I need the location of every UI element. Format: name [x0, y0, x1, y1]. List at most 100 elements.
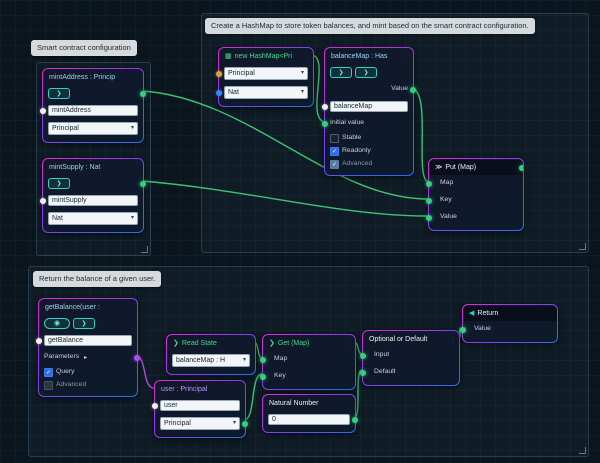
- user-name-port[interactable]: [152, 402, 158, 409]
- run-button[interactable]: ❯: [73, 318, 95, 329]
- user-name-input[interactable]: [160, 400, 240, 411]
- panel-resize-handle[interactable]: [579, 243, 586, 250]
- return-title: Return: [477, 310, 499, 317]
- balance-map-header[interactable]: balanceMap : Has: [330, 49, 408, 64]
- mint-supply-run-row: ❯: [48, 175, 146, 192]
- balance-map-value-port[interactable]: [410, 86, 416, 93]
- mint-supply-type-select[interactable]: Nat ▾: [48, 212, 138, 225]
- hashmap-value-row: Nat ▾: [216, 83, 308, 102]
- node-user-param[interactable]: user : Principal Principal ▾: [152, 380, 248, 438]
- optional-default-label: Default: [374, 368, 396, 376]
- user-name-row: [152, 397, 240, 414]
- natural-number-output-port[interactable]: [352, 416, 358, 423]
- parameters-row[interactable]: Parameters ▸: [44, 349, 140, 366]
- run-button[interactable]: ❯: [330, 67, 352, 78]
- run-button[interactable]: ❯: [48, 178, 70, 189]
- node-put-map[interactable]: ≫ Put (Map) Map Key Value: [426, 158, 524, 231]
- node-return[interactable]: ◀ Return Value: [460, 304, 558, 343]
- put-value-port[interactable]: [426, 214, 432, 221]
- put-map-port[interactable]: [426, 180, 432, 187]
- natural-number-input[interactable]: [268, 414, 350, 425]
- hashmap-key-row: Principal ▾: [216, 64, 308, 83]
- read-state-variable-select[interactable]: balanceMap : H ▾: [172, 354, 250, 367]
- panel-resize-handle[interactable]: [141, 246, 148, 253]
- node-mint-address[interactable]: mintAddress : Princip ❯ Principal ▾: [40, 68, 146, 143]
- user-output-port[interactable]: [242, 420, 248, 427]
- balance-map-name-port[interactable]: [322, 103, 328, 110]
- mint-address-output-port[interactable]: [140, 90, 146, 97]
- read-state-header[interactable]: ❯ Read State: [172, 336, 250, 351]
- mint-address-type-select[interactable]: Principal ▾: [48, 122, 138, 135]
- hashmap-header[interactable]: ▦ new HashMap<Pri: [224, 49, 308, 64]
- node-new-hashmap[interactable]: ▦ new HashMap<Pri Principal ▾ Nat ▾: [216, 47, 314, 107]
- node-natural-number[interactable]: Natural Number: [262, 394, 358, 433]
- query-checkbox[interactable]: [44, 368, 53, 377]
- hashmap-value-port[interactable]: [216, 89, 222, 96]
- hashmap-title: new HashMap<Pri: [234, 53, 293, 60]
- double-chevron-icon: ≫: [435, 164, 443, 171]
- mint-supply-output-port[interactable]: [140, 180, 146, 187]
- step-button[interactable]: ❯: [355, 67, 377, 78]
- hashmap-value-select[interactable]: Nat ▾: [224, 86, 308, 99]
- hashmap-key-select[interactable]: Principal ▾: [224, 67, 308, 80]
- node-mint-supply[interactable]: mintSupply : Nat ❯ Nat ▾: [40, 158, 146, 233]
- optional-default-port[interactable]: [360, 369, 366, 376]
- panel-resize-handle[interactable]: [579, 447, 586, 454]
- advanced-row: Advanced: [44, 379, 132, 392]
- advanced-checkbox[interactable]: [330, 160, 339, 169]
- get-map-key-port[interactable]: [260, 373, 266, 380]
- put-key-port[interactable]: [426, 197, 432, 204]
- user-type-row: Principal ▾: [160, 414, 248, 433]
- mint-supply-type-value: Nat: [52, 215, 63, 222]
- optional-input-label: Input: [374, 351, 390, 359]
- stable-checkbox[interactable]: [330, 134, 339, 143]
- put-output-port[interactable]: [519, 164, 523, 171]
- parameters-label: Parameters: [44, 353, 80, 361]
- get-balance-name-port[interactable]: [36, 337, 42, 344]
- mint-supply-name-input[interactable]: [48, 195, 138, 206]
- user-type-select[interactable]: Principal ▾: [160, 417, 240, 430]
- get-map-header[interactable]: ❯ Get (Map): [268, 336, 350, 351]
- value-label: Value: [391, 85, 408, 93]
- get-map-map-port[interactable]: [260, 356, 266, 363]
- readonly-checkbox[interactable]: [330, 147, 339, 156]
- mint-address-name-input[interactable]: [48, 105, 138, 116]
- node-balance-map[interactable]: balanceMap : Has ❯ ❯ Value Initial value: [322, 47, 416, 176]
- run-button[interactable]: ❯: [48, 88, 70, 99]
- hashmap-key-port[interactable]: [216, 70, 222, 77]
- mint-supply-header[interactable]: mintSupply : Nat: [48, 160, 138, 175]
- chevron-down-icon: ▾: [242, 357, 246, 363]
- node-get-balance[interactable]: getBalance(user : ◉ ❯ Parameters ▸ Query: [36, 298, 140, 397]
- return-header[interactable]: ◀ Return: [463, 306, 557, 321]
- get-map-title: Get (Map): [277, 340, 310, 347]
- return-value-label: Value: [474, 325, 491, 333]
- initial-value-port[interactable]: [322, 120, 328, 127]
- put-value-row: Value: [426, 209, 518, 226]
- chevron-icon: ❯: [173, 340, 179, 347]
- mint-address-name-port[interactable]: [40, 107, 46, 114]
- user-header[interactable]: user : Principal: [160, 382, 240, 397]
- target-button[interactable]: ◉: [44, 318, 70, 329]
- return-value-port[interactable]: [460, 326, 466, 333]
- user-type-value: Principal: [164, 420, 191, 427]
- balance-map-name-input[interactable]: [330, 101, 408, 112]
- put-header[interactable]: ≫ Put (Map): [429, 160, 523, 175]
- get-balance-name-input[interactable]: [44, 335, 132, 346]
- mint-supply-name-port[interactable]: [40, 197, 46, 204]
- balance-map-name-row: [322, 98, 408, 115]
- natural-number-header[interactable]: Natural Number: [268, 396, 350, 411]
- comment-config[interactable]: Smart contract configuration: [31, 40, 137, 56]
- optional-header[interactable]: Optional or Default: [368, 332, 454, 347]
- optional-input-port[interactable]: [360, 352, 366, 359]
- node-read-state[interactable]: ❯ Read State balanceMap : H ▾: [166, 334, 256, 375]
- get-balance-header[interactable]: getBalance(user :: [44, 300, 132, 315]
- advanced-label: Advanced: [342, 160, 373, 168]
- mint-address-header[interactable]: mintAddress : Princip: [48, 70, 138, 85]
- advanced-checkbox[interactable]: [44, 381, 53, 390]
- comment-hashmap[interactable]: Create a HashMap to store token balances…: [205, 18, 535, 34]
- node-get-map[interactable]: ❯ Get (Map) Map Key: [260, 334, 356, 390]
- parameters-output-port[interactable]: [134, 354, 140, 361]
- node-optional-or-default[interactable]: Optional or Default Input Default: [360, 330, 460, 386]
- comment-balance[interactable]: Return the balance of a given user.: [33, 271, 162, 287]
